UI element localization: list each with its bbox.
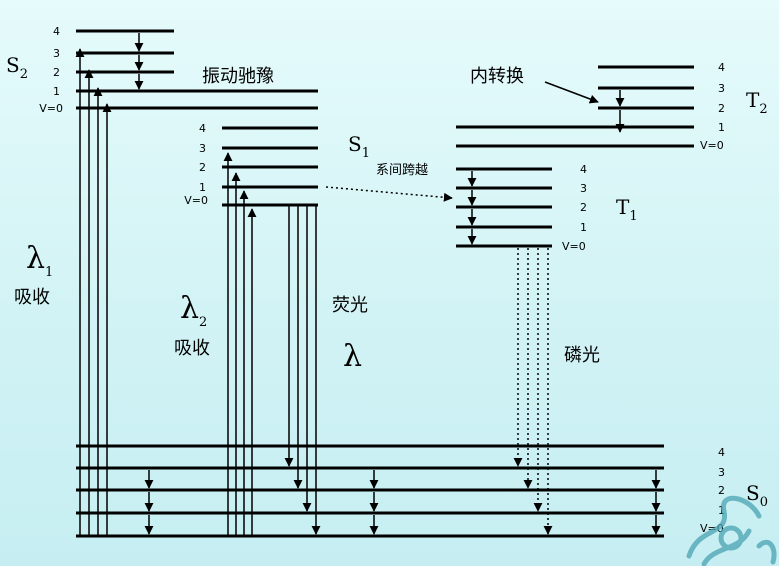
phosphorescence-label: 磷光 [564, 345, 600, 366]
t2-label-3: 3 [718, 82, 725, 95]
t2-label-2: 2 [718, 102, 725, 115]
lambda1-label: λ1 [26, 241, 53, 280]
lambda2-label: λ2 [180, 291, 207, 330]
intersystem-crossing-arrow [325, 186, 453, 202]
decorative-flourish-icon [686, 495, 777, 566]
vibrational-relaxation-label: 振动驰豫 [202, 66, 274, 87]
internal-conversion-pointer [544, 81, 599, 104]
s2-state-label: S2 [6, 53, 28, 82]
internal-conversion-label: 内转换 [470, 66, 524, 87]
s2-level-labels: 4 3 2 1 V=0 [39, 25, 63, 115]
absorption-arrows-lambda1 [75, 48, 112, 536]
t2-label-1: 1 [718, 121, 725, 134]
fluorescence-arrows [284, 205, 321, 535]
s1-label-1: 1 [199, 181, 206, 194]
absorption-label-2: 吸收 [174, 338, 210, 359]
s0-relaxation-arrows [144, 470, 661, 535]
t2-level-labels: 4 3 2 1 V=0 [700, 61, 725, 152]
absorption-arrows-lambda2 [223, 152, 257, 536]
t1-state-label: T1 [616, 195, 638, 224]
s2-label-4: 4 [53, 25, 60, 38]
t2-levels [456, 65, 694, 148]
s1-label-3: 3 [199, 142, 206, 155]
absorption-label-1: 吸收 [14, 287, 50, 308]
s1-label-0: V=0 [184, 194, 208, 207]
s1-state-label: S1 [348, 132, 370, 161]
t1-level-labels: 4 3 2 1 V=0 [562, 163, 587, 253]
s1-level-labels: 4 3 2 1 V=0 [184, 122, 208, 207]
s2-label-3: 3 [53, 47, 60, 60]
fluorescence-lambda-label: λ [343, 339, 362, 374]
internal-conversion-arrows [544, 81, 625, 133]
t1-label-1: 1 [580, 221, 587, 234]
intersystem-crossing-label: 系间跨越 [376, 163, 428, 178]
phosphorescence-arrows [513, 248, 553, 535]
s0-state-label: S0 [746, 481, 768, 510]
s1-label-4: 4 [199, 122, 206, 135]
s2-label-0: V=0 [39, 102, 63, 115]
t1-label-0: V=0 [562, 240, 586, 253]
fluorescence-label: 荧光 [332, 295, 368, 316]
s0-label-2: 2 [718, 484, 725, 497]
s2-label-2: 2 [53, 66, 60, 79]
s0-label-4: 4 [718, 446, 725, 459]
s0-label-3: 3 [718, 466, 725, 479]
t1-label-2: 2 [580, 201, 587, 214]
s0-levels [76, 444, 664, 538]
s1-label-2: 2 [199, 161, 206, 174]
t1-label-3: 3 [580, 182, 587, 195]
s2-levels [76, 29, 318, 110]
s2-label-1: 1 [53, 85, 60, 98]
t2-label-4: 4 [718, 61, 725, 74]
t2-label-0: V=0 [700, 139, 724, 152]
t1-label-4: 4 [580, 163, 587, 176]
s1-levels [222, 126, 318, 207]
t2-state-label: T2 [746, 88, 768, 117]
t1-levels [456, 167, 552, 248]
